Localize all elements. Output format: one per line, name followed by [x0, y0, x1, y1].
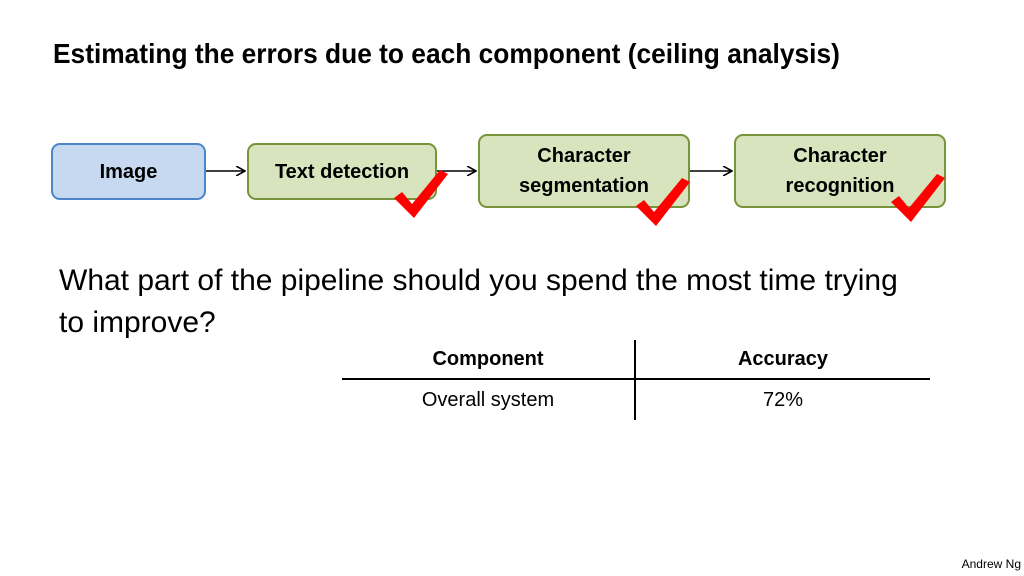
image-box: Image [51, 143, 206, 200]
character-recognition-label-line2: recognition [785, 175, 895, 197]
table-header-row: Component Accuracy [342, 340, 930, 380]
column-header-component: Component [342, 340, 636, 380]
ceiling-analysis-table: Component Accuracy Overall system 72% [342, 340, 930, 420]
character-recognition-label-line1: Character [793, 145, 887, 167]
checkmark-icon [636, 178, 690, 226]
character-recognition-box: Character recognition [734, 134, 946, 208]
image-box-label: Image [99, 160, 158, 183]
checkmark-icon [394, 170, 448, 218]
character-segmentation-label-line2: segmentation [518, 175, 650, 197]
character-segmentation-label-line1: Character [537, 145, 631, 167]
slide-title: Estimating the errors due to each compon… [53, 38, 840, 69]
question-text: What part of the pipeline should you spe… [59, 264, 898, 339]
text-detection-label: Text detection [274, 160, 410, 183]
table-cell-component: Overall system [342, 380, 636, 420]
character-segmentation-box: Character segmentation [478, 134, 690, 208]
column-header-accuracy: Accuracy [636, 340, 930, 380]
table-row: Overall system 72% [342, 380, 930, 420]
author-footer: Andrew Ng [961, 557, 1021, 571]
text-detection-box: Text detection [247, 143, 437, 200]
table-cell-accuracy: 72% [762, 388, 804, 411]
checkmark-icon [891, 174, 945, 222]
